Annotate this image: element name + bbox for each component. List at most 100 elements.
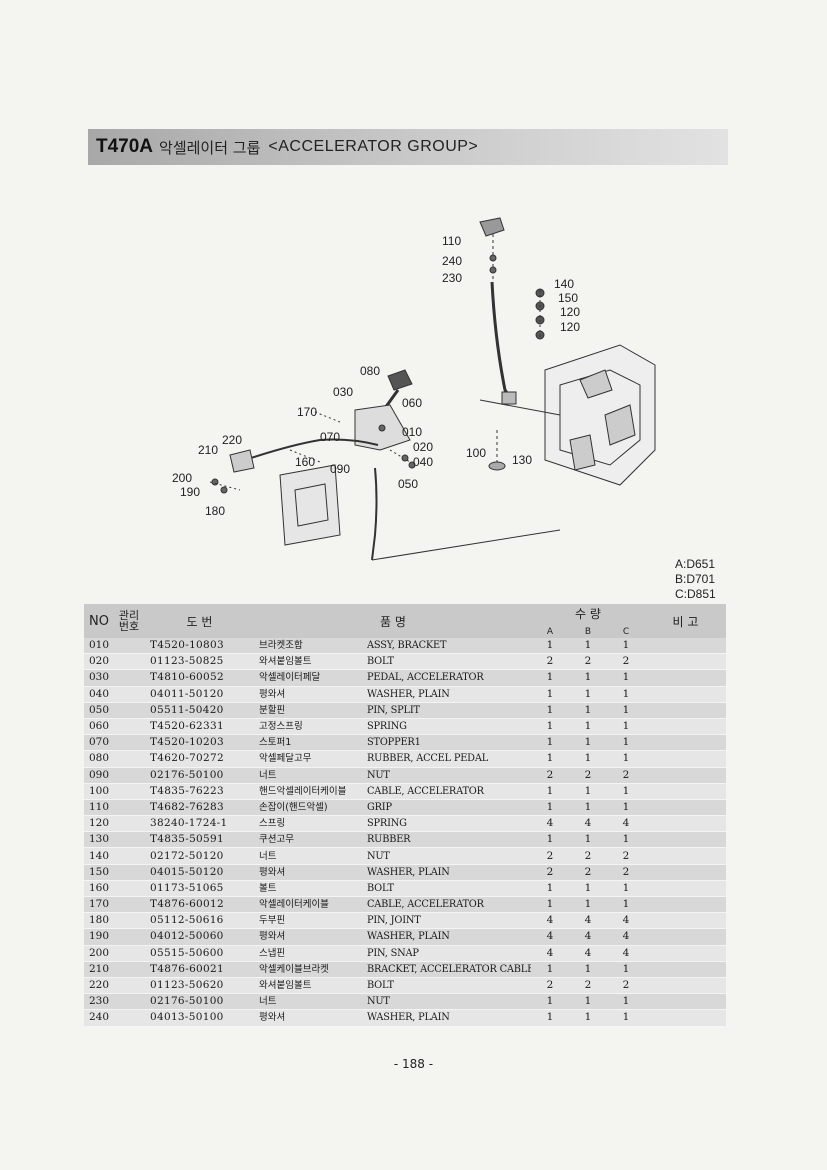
part-no: 190 <box>88 930 110 943</box>
management-number <box>114 929 144 945</box>
qty-c: 1 <box>622 720 630 733</box>
callout-090: 090 <box>330 462 350 476</box>
qty-a: 1 <box>546 833 554 846</box>
qty-b: 1 <box>584 752 592 765</box>
remark <box>645 686 726 702</box>
english-name: WASHER, PLAIN <box>367 1012 450 1024</box>
qty-c: 2 <box>622 979 630 992</box>
drawing-number: T4835-76223 <box>150 784 224 797</box>
qty-b: 1 <box>584 720 592 733</box>
english-name: WASHER, PLAIN <box>367 866 450 878</box>
drawing-number: T4520-10203 <box>150 736 224 749</box>
callout-050: 050 <box>398 477 418 491</box>
korean-name: 브라켓조합 <box>259 640 303 652</box>
qty-c: 1 <box>622 962 630 975</box>
korean-name: 볼트 <box>259 882 277 894</box>
qty-a: 1 <box>546 671 554 684</box>
qty-c: 4 <box>622 946 630 959</box>
english-name: STOPPER1 <box>367 737 421 749</box>
qty-b: 1 <box>584 898 592 911</box>
qty-c: 1 <box>622 687 630 700</box>
qty-b: 4 <box>584 946 592 959</box>
korean-name: 평와셔 <box>259 1012 286 1024</box>
remark <box>645 961 726 977</box>
part-no: 240 <box>88 1011 110 1024</box>
remark <box>645 670 726 686</box>
english-name: PIN, JOINT <box>367 915 421 927</box>
page-number: - 188 - <box>393 1057 434 1071</box>
qty-a: 1 <box>546 639 554 652</box>
english-name: NUT <box>367 769 390 781</box>
qty-c: 2 <box>622 865 630 878</box>
management-number <box>114 654 144 670</box>
qty-c: 4 <box>622 914 630 927</box>
english-name: WASHER, PLAIN <box>367 931 450 943</box>
qty-c: 1 <box>622 784 630 797</box>
part-no: 090 <box>88 768 110 781</box>
english-name: SPRING <box>367 721 407 733</box>
part-no: 030 <box>88 671 110 684</box>
korean-name: 스냅핀 <box>259 947 286 959</box>
english-name: BOLT <box>367 980 394 992</box>
qty-c: 1 <box>622 671 630 684</box>
english-name: SPRING <box>367 818 407 830</box>
qty-c: 4 <box>622 930 630 943</box>
qty-b: 1 <box>584 800 592 813</box>
drawing-number: T4682-76283 <box>150 800 224 813</box>
qty-b: 1 <box>584 639 592 652</box>
exploded-parts-diagram: 110 240 230 140 150 120 120 080 030 060 … <box>150 200 670 580</box>
part-no: 160 <box>88 881 110 894</box>
management-number <box>114 799 144 815</box>
qty-a: 1 <box>546 752 554 765</box>
qty-b: 2 <box>584 979 592 992</box>
management-number <box>114 848 144 864</box>
drawing-number: T4810-60052 <box>150 671 224 684</box>
qty-a: 1 <box>546 1011 554 1024</box>
diagram-callouts: 110 240 230 140 150 120 120 080 030 060 … <box>172 234 580 518</box>
callout-030: 030 <box>333 385 353 399</box>
qty-b: 1 <box>584 703 592 716</box>
remark <box>645 799 726 815</box>
callout-170: 170 <box>297 405 317 419</box>
qty-a: 1 <box>546 687 554 700</box>
callout-160: 160 <box>295 455 315 469</box>
qty-c: 1 <box>622 881 630 894</box>
part-no: 170 <box>88 898 110 911</box>
korean-name: 너트 <box>259 850 277 862</box>
english-name: NUT <box>367 850 390 862</box>
callout-140: 140 <box>554 277 574 291</box>
qty-b: 4 <box>584 930 592 943</box>
qty-a: 4 <box>546 817 554 830</box>
callout-080: 080 <box>360 364 380 378</box>
english-name: ASSY, BRACKET <box>367 640 447 652</box>
korean-name: 평와셔 <box>259 931 286 943</box>
qty-b: 1 <box>584 833 592 846</box>
qty-c: 1 <box>622 703 630 716</box>
korean-name: 악셀케이블브라켓 <box>259 963 329 975</box>
drawing-number: T4876-60021 <box>150 962 224 975</box>
callout-130: 130 <box>512 453 532 467</box>
part-no: 050 <box>88 703 110 716</box>
english-name: BOLT <box>367 656 394 668</box>
qty-a: 1 <box>546 736 554 749</box>
part-no: 040 <box>88 687 110 700</box>
management-number <box>114 880 144 896</box>
callout-120b: 120 <box>560 320 580 334</box>
drawing-number: 04012-50060 <box>150 930 224 943</box>
remark <box>645 702 726 718</box>
part-no: 010 <box>88 639 110 652</box>
drawing-number: 02172-50120 <box>150 849 224 862</box>
drawing-number: 04011-50120 <box>150 687 224 700</box>
table-header-row: NO 관리번호 도 번 품 명 수 량 A B C 비 고 <box>84 604 726 638</box>
